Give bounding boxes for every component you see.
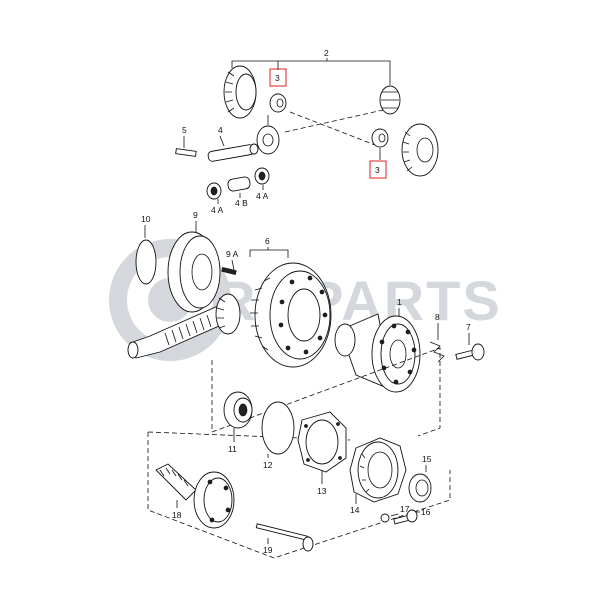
o-ring: 12 [261, 401, 295, 470]
bolt-16: 16 [393, 507, 431, 525]
differential-case: 1 [334, 297, 421, 393]
bevel-gear-lower-left [256, 125, 280, 155]
needle-bearing-right [254, 167, 270, 185]
label-6: 6 [265, 236, 270, 246]
label-4a-left: 4 A [211, 205, 224, 215]
sleeve-bushing [227, 176, 251, 192]
ring-gear-bolt-holes [278, 275, 328, 355]
label-17: 17 [400, 504, 410, 514]
label-13: 13 [317, 486, 327, 496]
snap-ring [135, 239, 157, 285]
bevel-gear-upper-left [223, 65, 257, 119]
woodruff-key [221, 266, 237, 276]
diff-case-bolt-holes [379, 323, 417, 385]
tapered-bearing: 11 [223, 391, 253, 454]
bevel-gear-upper-right [379, 85, 401, 115]
highlight-box-3-top [269, 68, 287, 87]
label-9a: 9 A [226, 249, 239, 259]
label-19: 19 [263, 545, 273, 555]
label-1: 1 [397, 297, 402, 307]
label-16: 16 [421, 507, 431, 517]
thrust-washer-right [371, 128, 389, 148]
cover-gasket: 13 [297, 411, 347, 496]
label-5: 5 [182, 125, 187, 135]
pinion-shaft-group: 10 9 9 A [127, 210, 241, 359]
label-4: 4 [218, 125, 223, 135]
ring-gear: 6 [249, 236, 332, 368]
label-4b: 4 B [235, 198, 248, 208]
input-pinion-shaft [127, 293, 241, 359]
highlight-box-3-bottom [369, 160, 387, 179]
label-11: 11 [228, 444, 237, 454]
output-flange: 18 [155, 463, 235, 529]
roll-pin [175, 148, 197, 157]
locking-plate-group: 8 7 [429, 312, 485, 363]
label-14: 14 [350, 505, 360, 515]
shaft-seal: 15 [408, 454, 432, 503]
label-2: 2 [324, 48, 329, 58]
label-12: 12 [263, 460, 273, 470]
side-cover: 14 [349, 437, 407, 515]
label-4a-right: 4 A [256, 191, 269, 201]
pinion-gear-disc [167, 231, 221, 313]
side-gear-right [401, 123, 439, 177]
thrust-washer-left [269, 93, 287, 113]
spider-shaft [207, 143, 259, 162]
washer-17: 17 [380, 504, 410, 523]
label-3-bottom: 3 [375, 165, 380, 175]
needle-bearing-left [206, 182, 222, 200]
label-3-top: 3 [275, 73, 280, 83]
label-8: 8 [435, 312, 440, 322]
long-bolt-19: 19 [255, 523, 314, 555]
label-18: 18 [172, 510, 182, 520]
label-9: 9 [193, 210, 198, 220]
pin-and-shaft-group: 5 4 4 A 4 B 4 A [175, 125, 270, 215]
label-10: 10 [141, 214, 151, 224]
bolt-7 [455, 343, 485, 361]
label-7: 7 [466, 322, 471, 332]
label-15: 15 [422, 454, 432, 464]
differential-gears-group [223, 58, 439, 179]
